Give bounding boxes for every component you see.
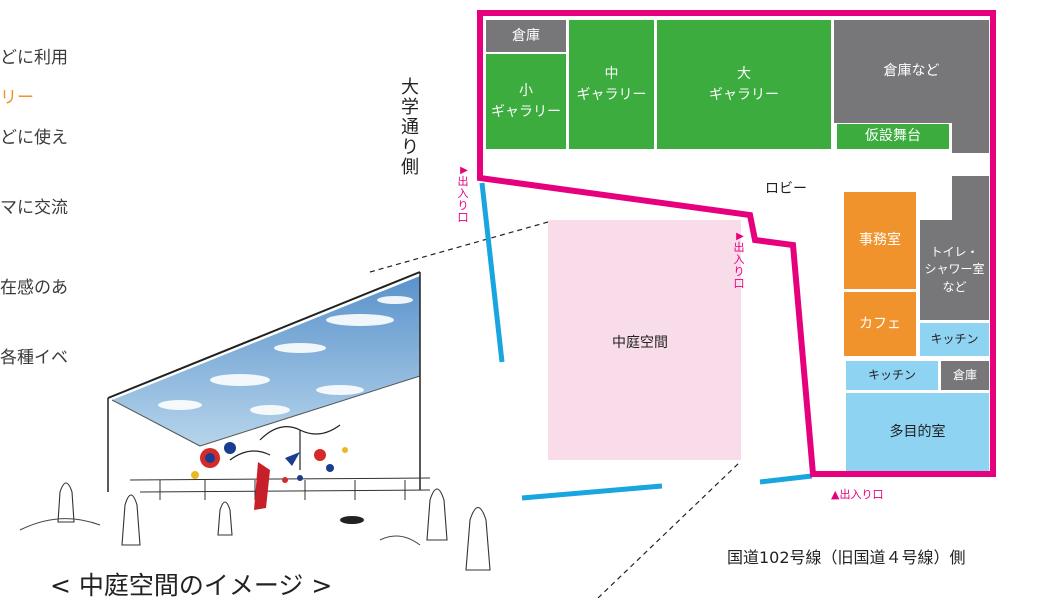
toilet-label-1: トイレ・ bbox=[930, 244, 979, 259]
large-gallery-label-2: ギャラリー bbox=[709, 86, 779, 103]
storage-etc-label: 倉庫など bbox=[883, 63, 940, 80]
courtyard-label: 中庭空間 bbox=[612, 335, 668, 351]
left-text-line-2: リー bbox=[0, 88, 34, 108]
left-text-line-5: 在感のあ bbox=[0, 278, 68, 298]
room-temp-stage: 仮設舞台 bbox=[837, 124, 949, 149]
toilet-label-2: シャワー室 bbox=[924, 262, 985, 277]
entrance-left-label: 出入り口 bbox=[457, 175, 469, 224]
room-storage-top: 倉庫 bbox=[486, 20, 566, 52]
mid-gallery-label-1: 中 bbox=[604, 66, 619, 83]
toilet-label-3: など bbox=[942, 279, 967, 294]
left-text-line-6: 各種イベ bbox=[0, 348, 68, 368]
entrance-left: ▶ 出入り口 bbox=[456, 166, 472, 224]
room-large-gallery: 大ギャラリー bbox=[657, 20, 831, 149]
entrance-right-arrow: ▶ bbox=[736, 231, 744, 242]
projection-line-lower bbox=[597, 461, 741, 598]
small-gallery-label-1: 小 bbox=[519, 83, 533, 100]
toilet-block-top bbox=[952, 176, 989, 220]
left-text-line-3: どに使え bbox=[0, 128, 68, 148]
room-kitchen-1: キッチン bbox=[920, 323, 989, 356]
street-side-label: 大学通り側 bbox=[401, 77, 419, 178]
projection-line-upper bbox=[369, 221, 549, 273]
small-gallery-label-2: ギャラリー bbox=[491, 103, 561, 120]
entrance-left-arrow: ▶ bbox=[460, 165, 468, 176]
room-office: 事務室 bbox=[844, 192, 916, 289]
room-small-gallery: 小ギャラリー bbox=[486, 54, 566, 149]
room-toilet-shower: トイレ・シャワー室など bbox=[920, 220, 989, 320]
room-storage-small: 倉庫 bbox=[941, 361, 989, 390]
large-gallery-label-1: 大 bbox=[737, 66, 751, 83]
left-text-line-4: マに交流 bbox=[0, 198, 68, 218]
room-multipurpose: 多目的室 bbox=[846, 393, 989, 471]
caption: < 中庭空間のイメージ > bbox=[50, 571, 333, 600]
room-cafe: カフェ bbox=[844, 292, 916, 356]
left-text-line-1: どに利用 bbox=[0, 48, 68, 68]
entrance-right-label: 出入り口 bbox=[733, 241, 745, 290]
room-mid-gallery: 中ギャラリー bbox=[569, 20, 654, 149]
access-paths bbox=[479, 182, 813, 501]
room-storage-etc: 倉庫など bbox=[834, 20, 989, 123]
entrance-right: ▶ 出入り口 bbox=[732, 232, 748, 290]
mid-gallery-label-2: ギャラリー bbox=[576, 86, 647, 103]
entrance-bottom-label: ▲出入り口 bbox=[831, 488, 884, 501]
building-outline bbox=[477, 10, 996, 477]
courtyard-sketch bbox=[19, 271, 491, 571]
room-kitchen-2: キッチン bbox=[846, 361, 938, 390]
route-label: 国道102号線（旧国道４号線）側 bbox=[727, 548, 966, 567]
storage-etc-lower bbox=[952, 123, 989, 153]
lobby-label: ロビー bbox=[765, 181, 807, 197]
courtyard-area bbox=[548, 220, 741, 460]
